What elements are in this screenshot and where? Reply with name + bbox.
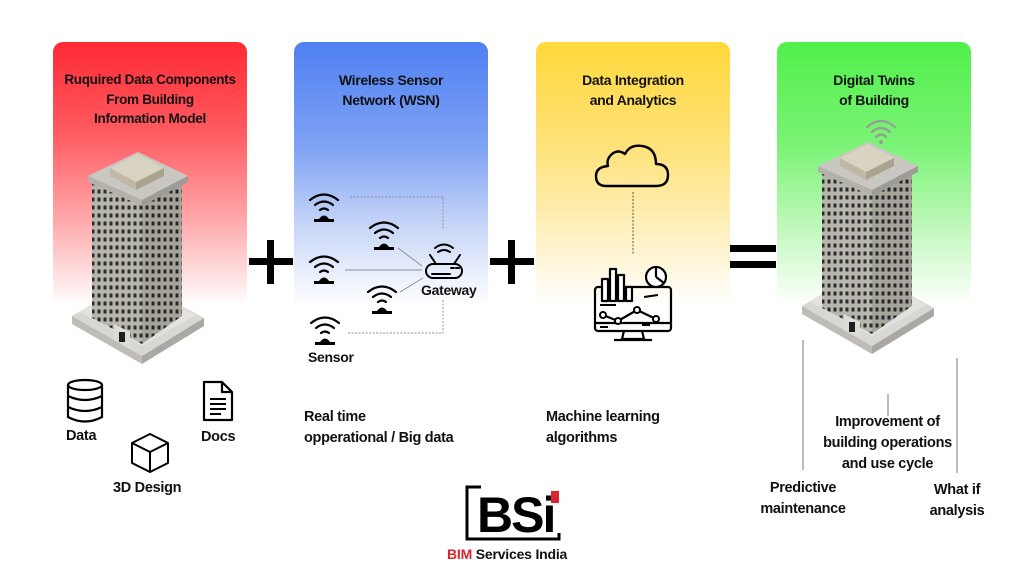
bim-data-label: Data xyxy=(66,428,97,444)
gateway-label: Gateway xyxy=(421,282,477,298)
database-icon xyxy=(66,378,104,423)
predictive-maintenance-label: Predictive maintenance xyxy=(760,480,846,517)
improvement-outcome-label: Improvement of building operations and u… xyxy=(823,414,952,472)
document-icon xyxy=(202,380,234,422)
sensor-label: Sensor xyxy=(308,349,354,365)
brand-name: BIM Services India xyxy=(447,546,567,562)
wsn-description: Real time opperational / Big data xyxy=(304,409,454,446)
brand-name-rest: Services India xyxy=(472,546,568,562)
svg-text:BSi: BSi xyxy=(477,487,554,543)
card-digital-twin-title: Digital Twins of Building xyxy=(833,72,915,108)
building-bim-illustration xyxy=(72,152,204,364)
sensor-icon xyxy=(308,255,340,286)
analytics-monitor-icon xyxy=(593,265,673,342)
card-digital-twin: Digital Twins of Building xyxy=(777,42,971,342)
card-bim-title: Ruquired Data Components From Building I… xyxy=(64,72,236,126)
bim-docs-label: Docs xyxy=(201,429,236,445)
sensor-icon xyxy=(309,316,341,347)
equals-operator xyxy=(730,245,776,268)
sensor-icon xyxy=(368,221,400,252)
sensor-network-diagram xyxy=(308,193,463,347)
wifi-signal-icon xyxy=(865,119,897,144)
cloud-icon xyxy=(594,144,670,188)
bim-3d-design-label: 3D Design xyxy=(113,480,182,496)
cloud-connector-line xyxy=(632,192,634,254)
plus-operator-1 xyxy=(249,240,293,284)
card-analytics-title: Data Integration and Analytics xyxy=(582,72,684,108)
sensor-icon xyxy=(366,285,398,316)
card-wsn-title: Wireless Sensor Network (WSN) xyxy=(338,72,444,108)
building-digital-twin-illustration xyxy=(802,142,934,354)
cube-3d-icon xyxy=(131,433,169,473)
sensor-icon xyxy=(308,193,340,224)
brand-name-accent: BIM xyxy=(447,546,473,562)
gateway-router-icon xyxy=(425,243,463,279)
analytics-description: Machine learning algorithms xyxy=(546,409,660,446)
card-wsn: Wireless Sensor Network (WSN) xyxy=(294,42,488,342)
what-if-analysis-label: What if analysis xyxy=(929,482,985,519)
plus-operator-2 xyxy=(490,240,534,284)
bsi-logo-mark: BSi xyxy=(465,485,561,543)
outcome-connector-lines xyxy=(802,340,958,473)
